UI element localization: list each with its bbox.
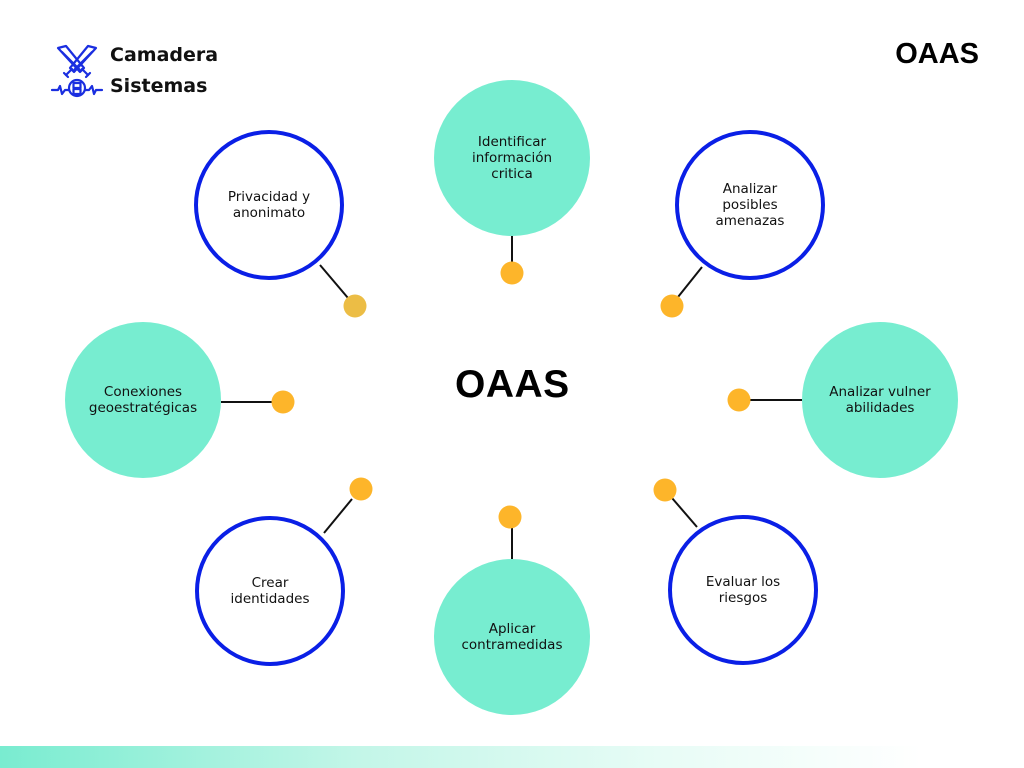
connector-line-top-right	[677, 266, 703, 298]
brand-name: Camadera Sistemas	[110, 40, 218, 102]
node-label-left: Conexiones geoestratégicas	[88, 384, 198, 416]
connector-dot-left	[271, 390, 295, 414]
node-circle-top-right	[675, 130, 825, 280]
connector-dot-top	[500, 261, 524, 285]
node-label-top-left: Privacidad y anonimato	[227, 189, 311, 221]
connector-dot-bottom-left	[349, 477, 373, 501]
crossed-swords-shield-icon	[50, 44, 104, 98]
brand-name-line1: Camadera	[110, 44, 219, 66]
footer-gradient-bar	[0, 746, 1024, 768]
connector-line-bottom-right	[671, 497, 698, 528]
node-label-right: Analizar vulnerabilidades	[829, 384, 931, 416]
node-label-bottom-right: Evaluar los riesgos	[705, 574, 781, 606]
connector-dot-top-left	[343, 294, 367, 318]
node-circle-bottom-left	[195, 516, 345, 666]
diagram-center-title: OAAS	[455, 363, 570, 406]
brand: Camadera Sistemas	[50, 40, 218, 102]
brand-name-line2: Sistemas	[110, 75, 208, 97]
node-label-bottom: Aplicar contramedidas	[461, 621, 563, 653]
connector-dot-bottom-right	[653, 478, 677, 502]
node-circle-top-left	[194, 130, 344, 280]
header-title: OAAS	[895, 38, 979, 70]
connector-dot-top-right	[660, 294, 684, 318]
connector-line-bottom-left	[323, 498, 353, 534]
node-circle-left	[65, 322, 221, 478]
node-circle-top	[434, 80, 590, 236]
connector-line-top-left	[319, 264, 349, 299]
node-circle-right	[802, 322, 958, 478]
connector-dot-bottom	[498, 505, 522, 529]
node-circle-bottom-right	[668, 515, 818, 665]
node-label-top: Identificar información critica	[471, 134, 553, 182]
connector-dot-right	[727, 388, 751, 412]
node-label-top-right: Analizar posibles amenazas	[715, 181, 785, 229]
node-circle-bottom	[434, 559, 590, 715]
node-label-bottom-left: Crear identidades	[230, 575, 310, 607]
